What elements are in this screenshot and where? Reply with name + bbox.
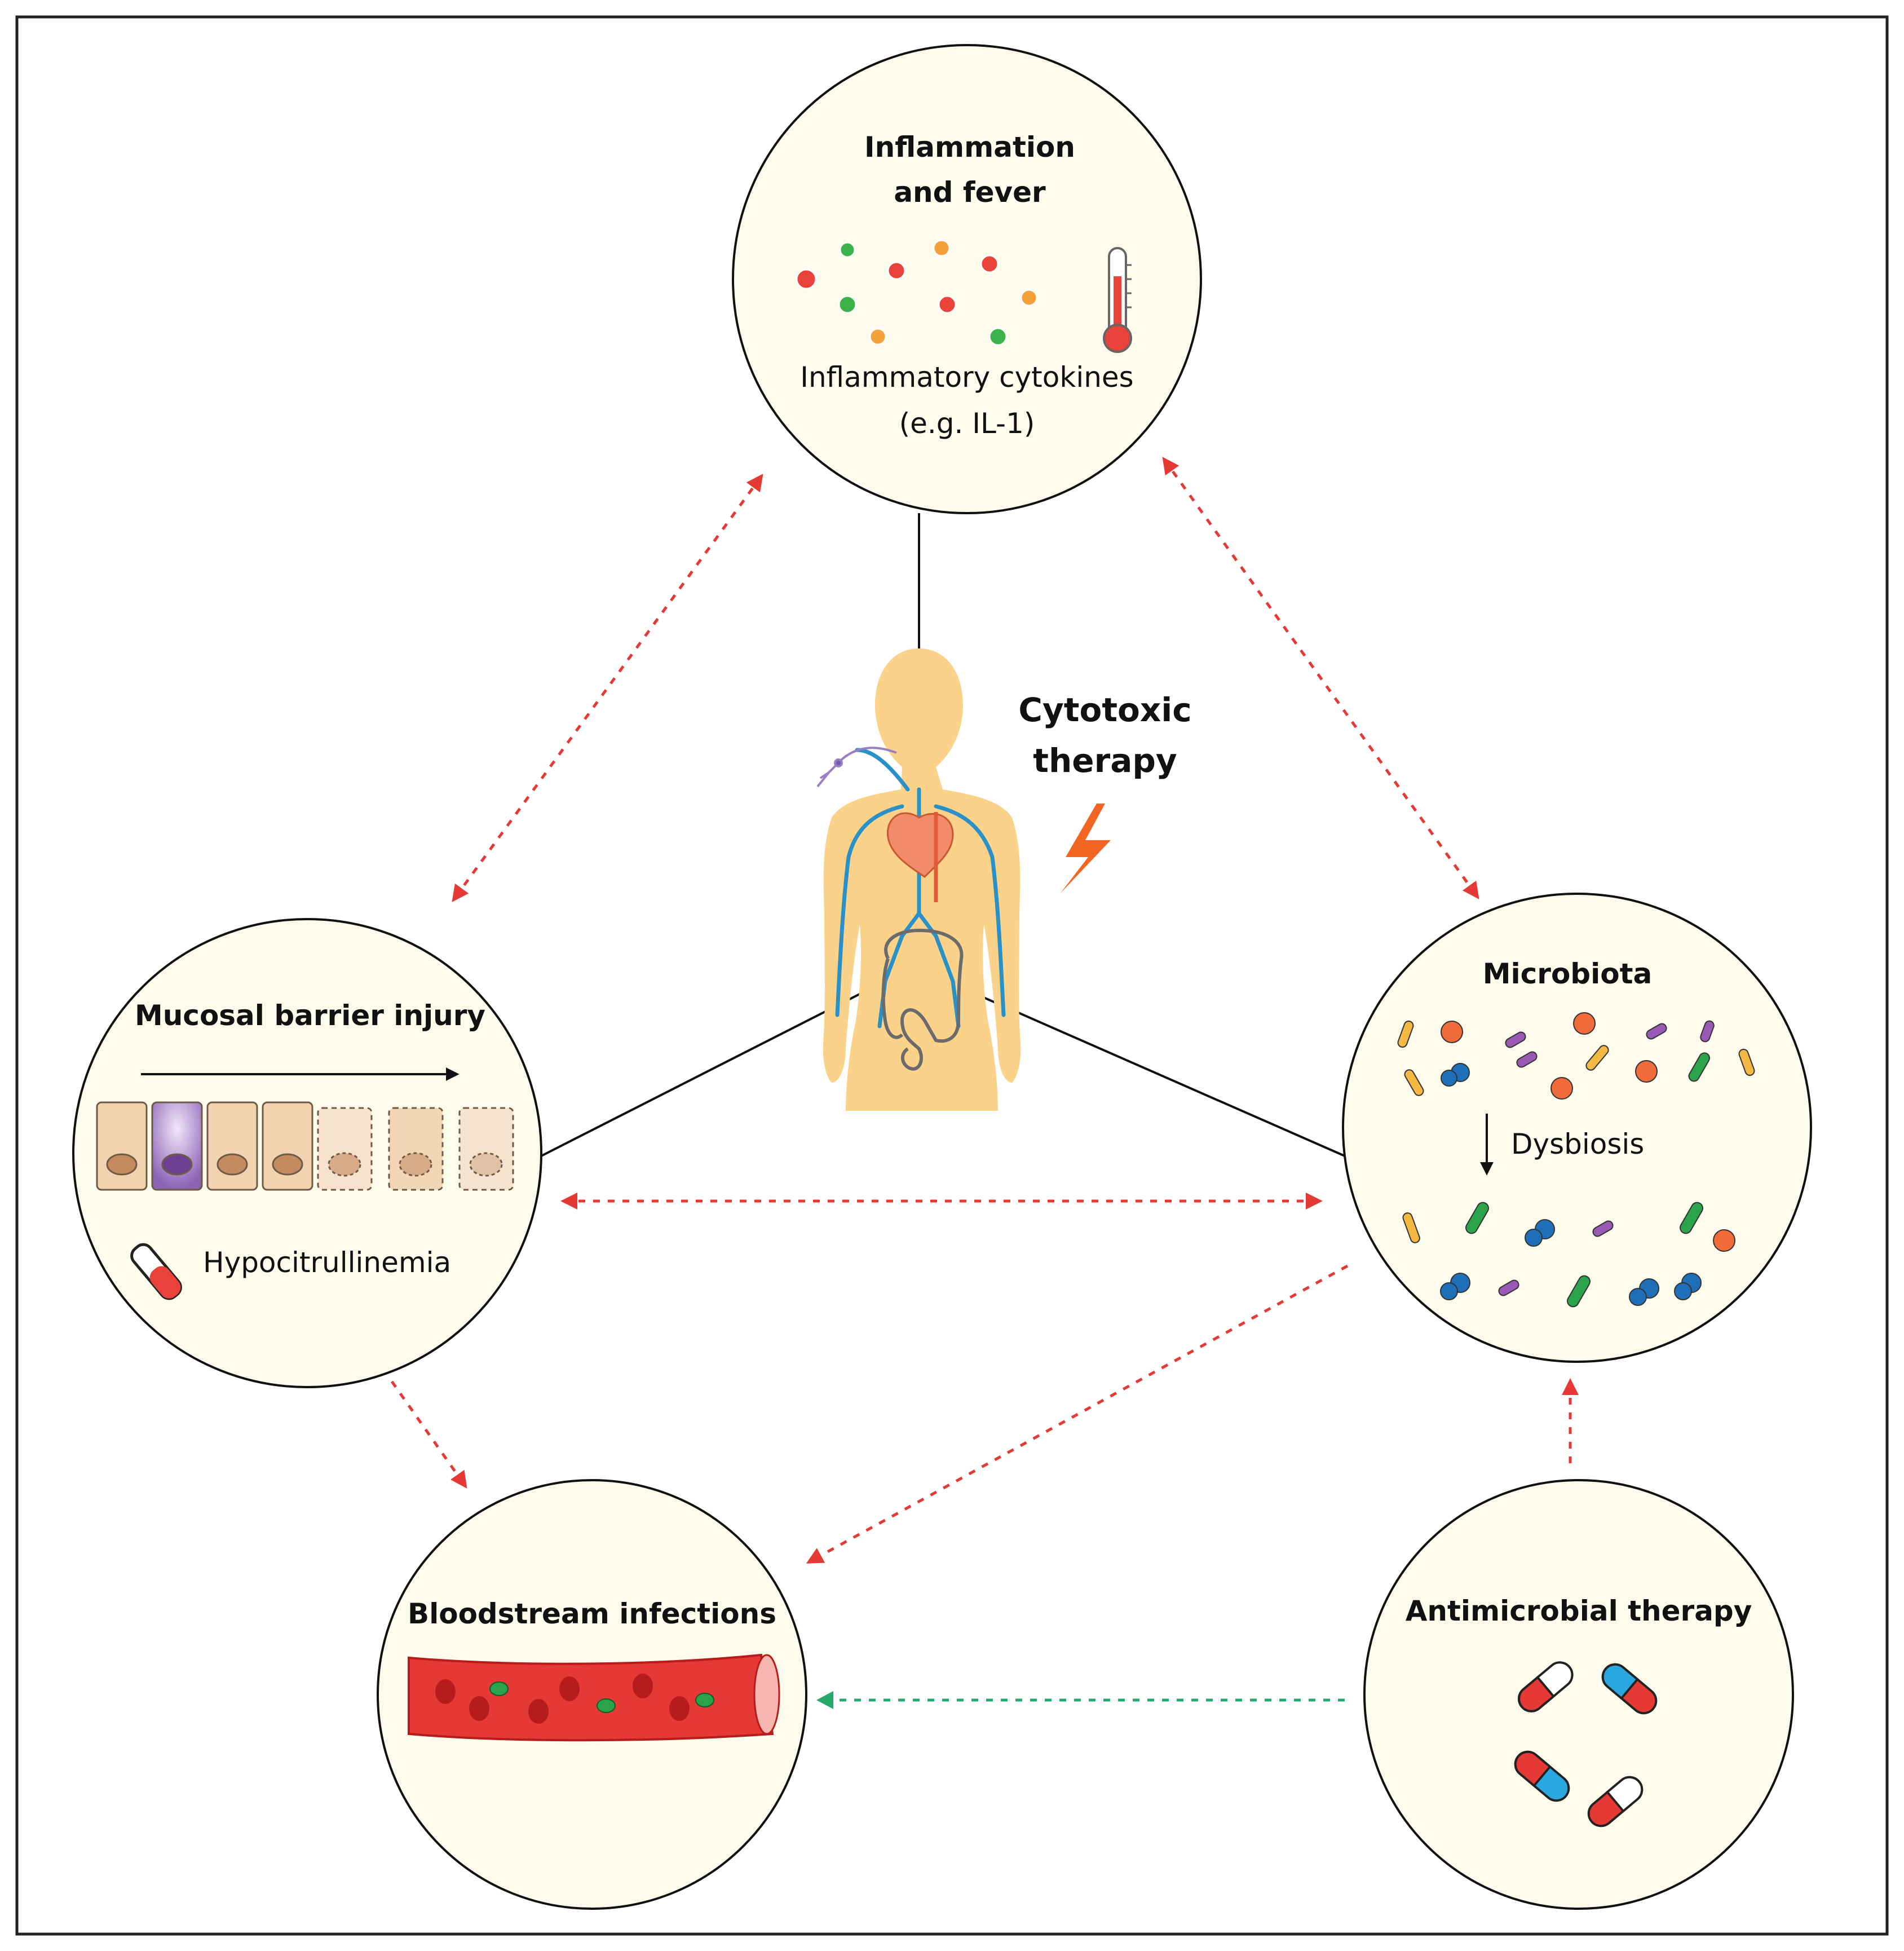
- antimicrobial-title: Antimicrobial therapy: [1405, 1595, 1752, 1627]
- mucosal-title: Mucosal barrier injury: [134, 999, 486, 1032]
- cytokine-dots: [796, 239, 1038, 346]
- arrow-microbiota-bloodstream: [806, 1264, 1349, 1564]
- bloodstream-title: Bloodstream infections: [407, 1597, 776, 1630]
- outer-frame: [15, 15, 1889, 1936]
- arrow-mucosal-bloodstream: [390, 1380, 467, 1489]
- arrow-inflammation-microbiota: [1162, 457, 1479, 899]
- bacteria-bottom: [1402, 1202, 1735, 1308]
- intestine-icon: [881, 928, 964, 1071]
- inflammation-title-1: Inflammation: [864, 131, 1075, 164]
- circle-inflammation: [732, 44, 1202, 514]
- circle-microbiota: [1342, 893, 1812, 1363]
- arrow-inflammation-mucosal: [452, 474, 763, 902]
- human-body: [816, 648, 1111, 1111]
- cytokines-label-2: (e.g. IL-1): [899, 407, 1035, 440]
- blood-vessel-icon: [408, 1653, 780, 1742]
- dysbiosis-label: Dysbiosis: [1511, 1128, 1645, 1160]
- pill-icons: [1514, 1661, 1658, 1828]
- thermometer-icon: [1103, 247, 1132, 353]
- arrow-green-head: [816, 1691, 833, 1709]
- cytotoxic-label-2: therapy: [1033, 741, 1177, 780]
- body-silhouette: [823, 648, 1021, 1111]
- lightning-icon: [1060, 804, 1111, 894]
- cytokines-label-1: Inflammatory cytokines: [800, 361, 1134, 394]
- connector-to-mucosal: [541, 983, 880, 1157]
- bacteria-top: [1397, 1012, 1755, 1100]
- epithelial-cells: [96, 1067, 514, 1191]
- blood-tube-icon: [130, 1243, 182, 1300]
- hypocitrullinemia-label: Hypocitrullinemia: [203, 1246, 452, 1279]
- catheter-icon: [816, 747, 897, 788]
- dotted-arrows: [390, 457, 1579, 1709]
- circle-antimicrobial: [1363, 1479, 1794, 1910]
- cytotoxic-label-1: Cytotoxic: [1018, 691, 1192, 729]
- microbiota-title: Microbiota: [1482, 957, 1653, 990]
- inflammation-title-2: and fever: [894, 176, 1046, 209]
